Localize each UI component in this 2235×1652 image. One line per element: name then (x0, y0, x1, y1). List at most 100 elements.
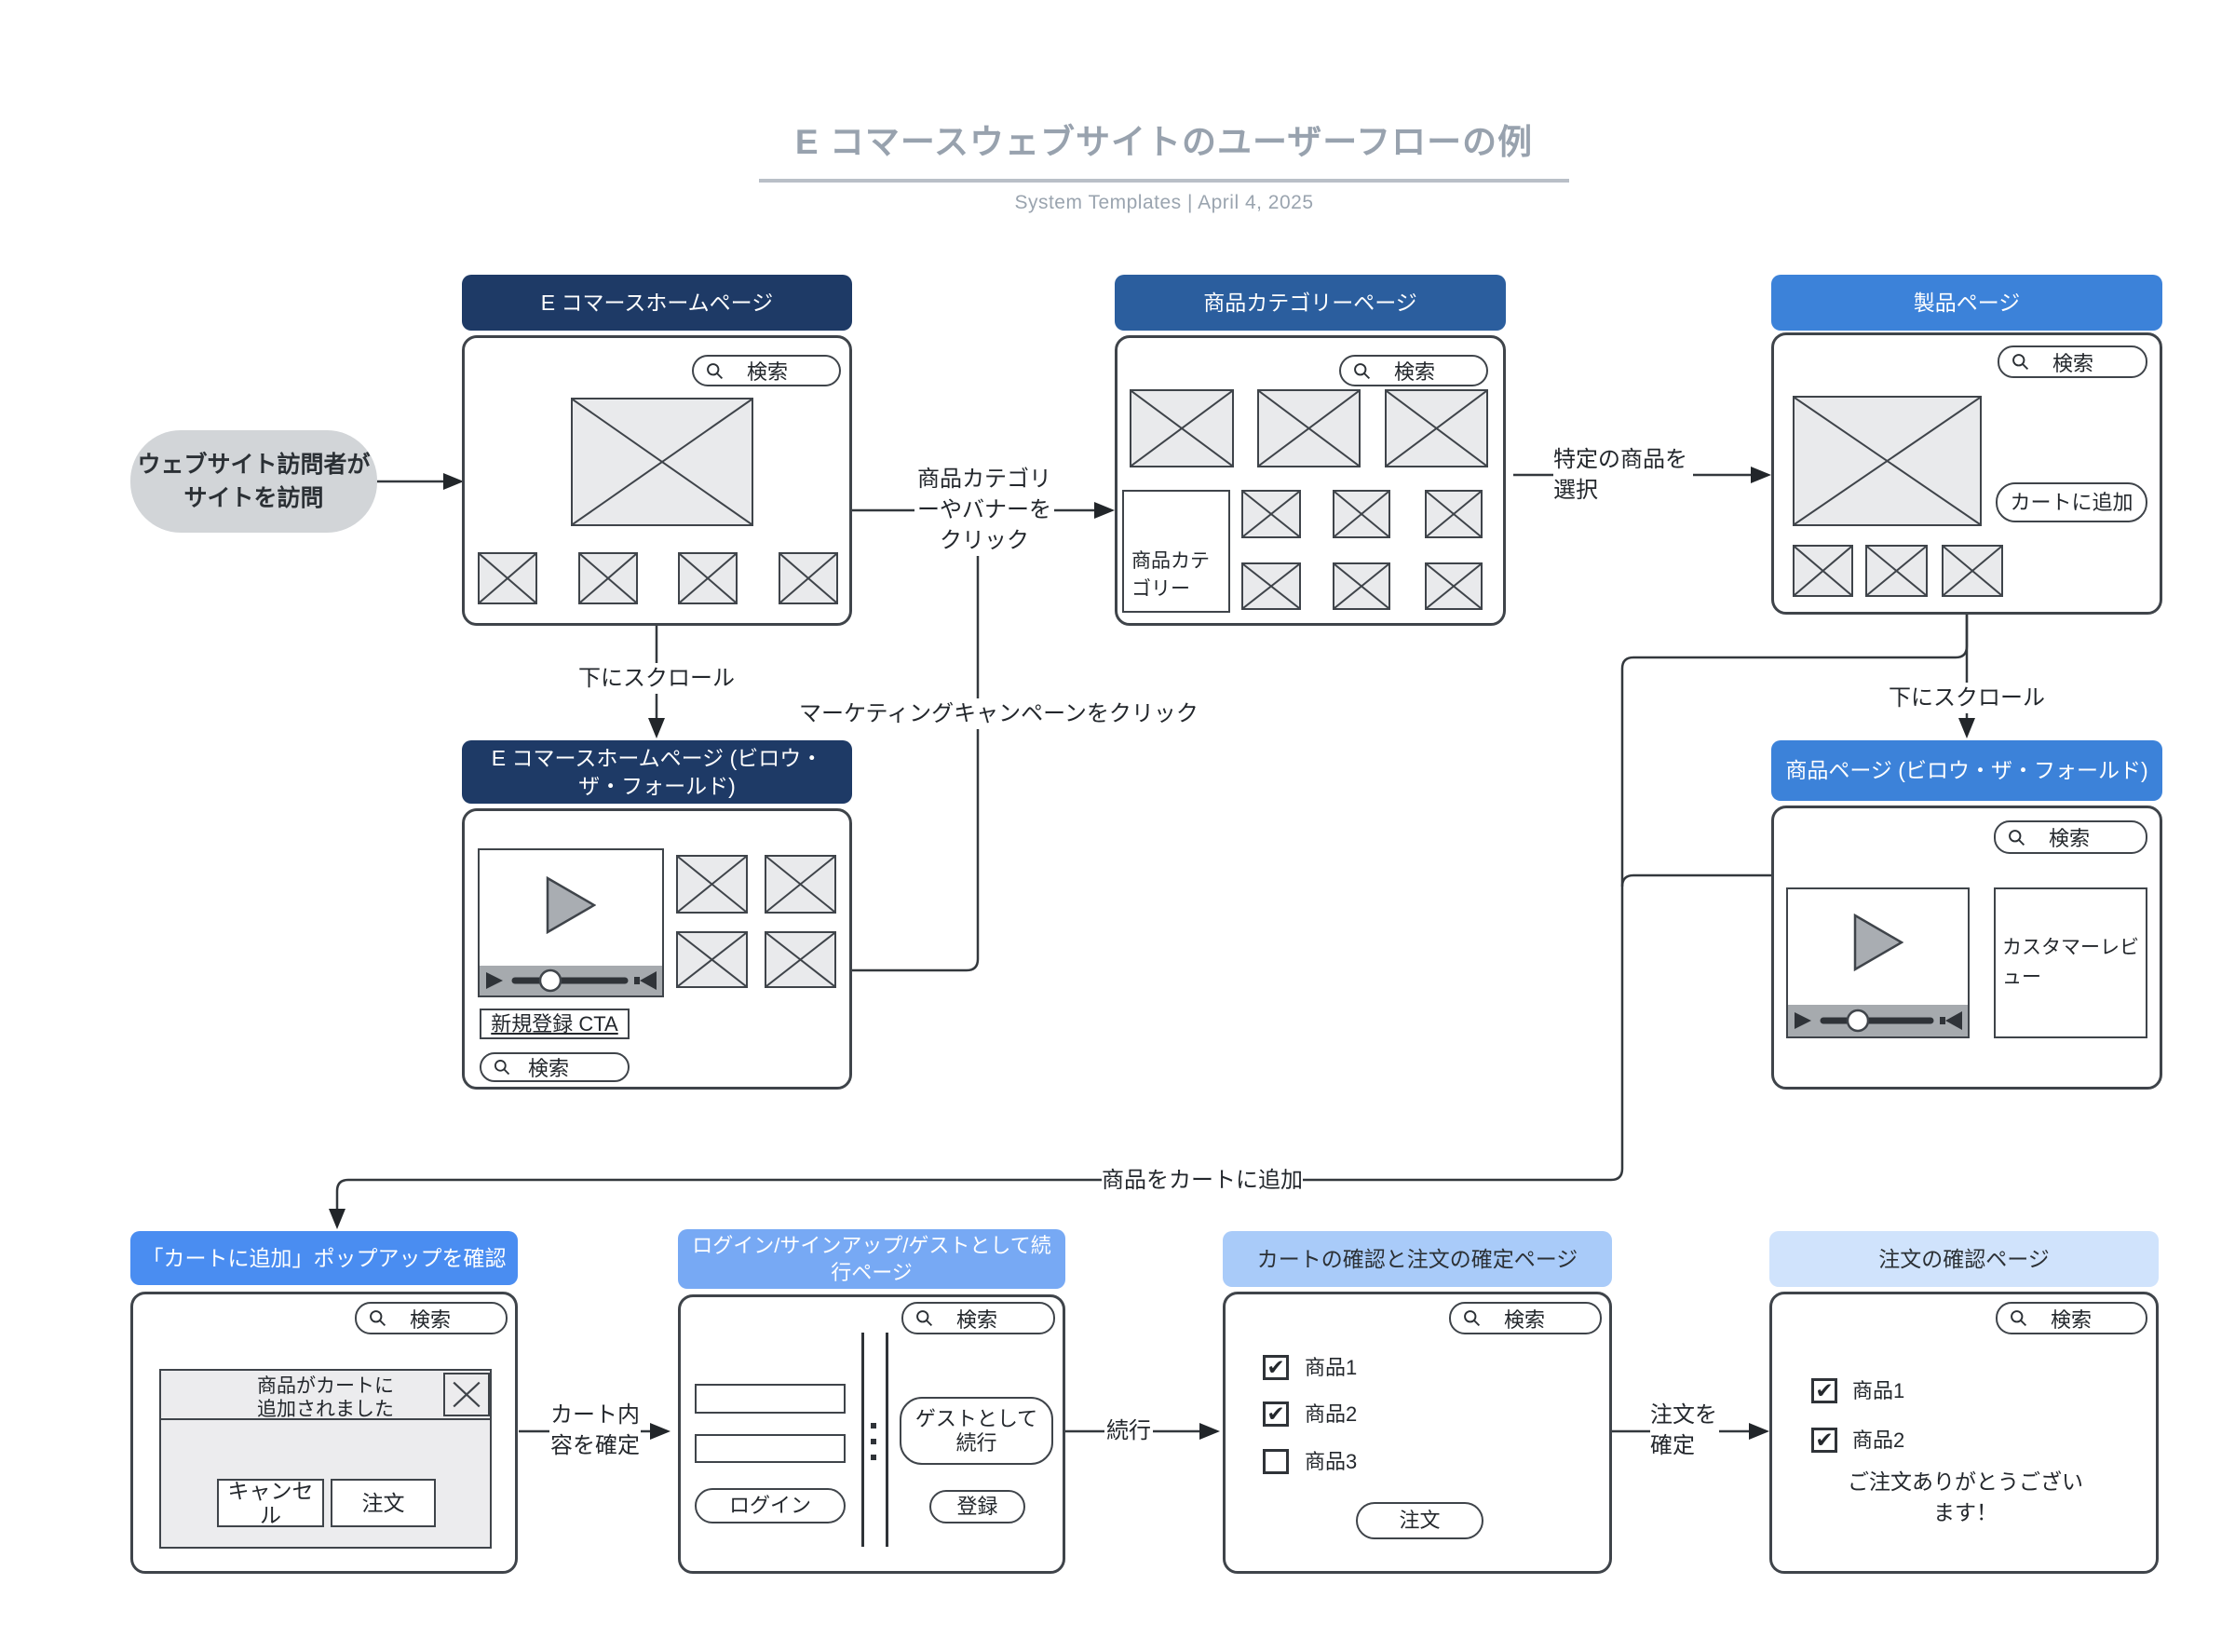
thumb-image-placeholder (1865, 545, 1928, 597)
checkbox-item1[interactable]: ✔ (1263, 1355, 1289, 1380)
search-box[interactable]: 検索 (901, 1302, 1055, 1334)
play-icon[interactable] (1788, 914, 1968, 971)
arrowhead-confirm-cart (650, 1423, 670, 1440)
category-image-placeholder (1385, 389, 1488, 467)
thumb-image-placeholder (478, 552, 537, 604)
product-thumb-placeholder (1241, 490, 1301, 538)
node-cart-popup-wireframe: 検索 商品がカートに追加されました キャンセル 注文 (130, 1292, 518, 1574)
checkbox-item1[interactable]: ✔ (1811, 1378, 1837, 1403)
search-icon (368, 1308, 387, 1328)
play-control-icon (486, 972, 503, 989)
thank-you-message: ご注文ありがとうございます！ (1848, 1469, 2083, 1524)
node-header-home-below-fold: E コマースホームページ (ビロウ・ザ・フォールド) (462, 740, 852, 804)
content-image-placeholder (676, 855, 748, 914)
checkbox-item3[interactable] (1263, 1449, 1289, 1474)
page-title: E コマースウェブサイトのユーザーフローの例 (759, 114, 1569, 183)
volume-icon (1945, 1011, 1962, 1030)
order-button[interactable]: 注文 (331, 1479, 436, 1527)
node-product-wireframe: 検索 カートに追加 (1771, 332, 2162, 615)
node-title-cart-review: カートの確認と注文の確定ページ (1256, 1246, 1578, 1271)
edge-label-scroll-product: 下にスクロール (1889, 683, 2045, 713)
login-button[interactable]: ログイン (695, 1488, 846, 1523)
node-home-below-fold-wireframe: 新規登録 CTA 検索 (462, 808, 852, 1090)
search-icon (1462, 1308, 1482, 1328)
checkbox-label-item2: 商品2 (1852, 1429, 1905, 1452)
edge-label-continue: 続行 (1104, 1415, 1153, 1446)
search-icon (2009, 1308, 2028, 1328)
node-header-category: 商品カテゴリーページ (1115, 275, 1506, 331)
search-box[interactable]: 検索 (1994, 820, 2147, 854)
thumb-image-placeholder (1942, 545, 2003, 597)
node-header-product-below-fold: 商品ページ (ビロウ・ザ・フォールド) (1771, 740, 2162, 801)
video-controls[interactable] (1788, 1005, 1968, 1036)
cart-added-popup: 商品がカートに追加されました キャンセル 注文 (159, 1369, 492, 1549)
arrowhead-add-to-cart (329, 1209, 345, 1229)
node-title-home-below-fold: E コマースホームページ (ビロウ・ザ・フォールド) (491, 746, 823, 798)
search-label: 検索 (2052, 351, 2094, 375)
search-icon (705, 361, 725, 381)
add-to-cart-button[interactable]: カートに追加 (1996, 482, 2147, 522)
search-box[interactable]: 検索 (1996, 1302, 2147, 1334)
cancel-button[interactable]: キャンセル (217, 1479, 324, 1527)
popup-title-bar: 商品がカートに追加されました (161, 1371, 490, 1420)
divider-dot (871, 1439, 876, 1444)
edge-label-confirm-cart: カート内容を確定 (549, 1400, 641, 1461)
search-box[interactable]: 検索 (1998, 345, 2147, 378)
search-box[interactable]: 検索 (1449, 1302, 1602, 1334)
node-cart-review-wireframe: 検索 ✔ 商品1 ✔ 商品2 商品3 注文 (1223, 1292, 1612, 1574)
edge-label-click-category: 商品カテゴリーやバナーをクリック (914, 464, 1054, 556)
node-header-order-confirmation: 注文の確認ページ (1769, 1231, 2159, 1287)
page-subtitle: System Templates | April 4, 2025 (1014, 192, 1314, 213)
order-button[interactable]: 注文 (1356, 1502, 1483, 1539)
edge-label-add-to-cart: 商品をカートに追加 (1102, 1165, 1303, 1196)
video-controls[interactable] (480, 966, 662, 995)
category-image-placeholder (1130, 389, 1234, 467)
seek-knob (1846, 1009, 1870, 1033)
password-field[interactable] (695, 1434, 846, 1463)
search-box[interactable]: 検索 (692, 355, 841, 386)
category-image-placeholder (1257, 389, 1361, 467)
close-icon[interactable] (443, 1373, 490, 1416)
node-title-product: 製品ページ (1913, 290, 2021, 315)
search-icon (2011, 352, 2030, 372)
search-icon (493, 1058, 511, 1077)
arrowhead-scroll-home (648, 718, 665, 738)
checkbox-label-item3: 商品3 (1305, 1450, 1358, 1473)
video-player[interactable] (478, 848, 664, 997)
search-label: 検索 (1394, 360, 1436, 384)
search-box[interactable]: 検索 (480, 1052, 630, 1082)
arrowhead-click-category (1094, 502, 1115, 519)
checkbox-item2[interactable]: ✔ (1811, 1428, 1837, 1453)
checkbox-label-item1: 商品1 (1852, 1379, 1905, 1402)
thumb-image-placeholder (678, 552, 738, 604)
node-category-wireframe: 検索 商品カテゴリー (1115, 335, 1506, 626)
divider-dot (871, 1423, 876, 1429)
search-label: 検索 (747, 360, 789, 384)
node-header-cart-popup: 「カートに追加」ポップアップを確認 (130, 1231, 518, 1285)
product-thumb-placeholder (1425, 562, 1483, 610)
thumb-image-placeholder (779, 552, 838, 604)
search-icon (1352, 361, 1372, 381)
product-thumb-placeholder (1333, 490, 1390, 538)
register-button[interactable]: 登録 (929, 1490, 1025, 1523)
continue-as-guest-button[interactable]: ゲストとして続行 (900, 1397, 1053, 1465)
popup-message: 商品がカートに追加されました (257, 1375, 394, 1420)
signup-cta-button[interactable]: 新規登録 CTA (480, 1009, 630, 1039)
search-label: 検索 (410, 1307, 452, 1332)
search-box[interactable]: 検索 (1339, 355, 1488, 386)
search-icon (914, 1308, 934, 1328)
play-icon[interactable] (480, 876, 662, 934)
search-icon (2007, 828, 2026, 847)
video-player[interactable] (1786, 887, 1970, 1038)
product-thumb-placeholder (1333, 562, 1390, 610)
checkbox-label-item2: 商品2 (1305, 1402, 1358, 1426)
search-box[interactable]: 検索 (355, 1302, 508, 1334)
product-thumb-placeholder (1425, 490, 1483, 538)
node-header-cart-review: カートの確認と注文の確定ページ (1223, 1231, 1612, 1287)
checkbox-item2[interactable]: ✔ (1263, 1401, 1289, 1427)
node-title-category: 商品カテゴリーページ (1203, 290, 1417, 315)
title-block: E コマースウェブサイトのユーザーフローの例 System Templates … (759, 114, 1569, 214)
hero-image-placeholder (571, 398, 753, 526)
username-field[interactable] (695, 1384, 846, 1414)
